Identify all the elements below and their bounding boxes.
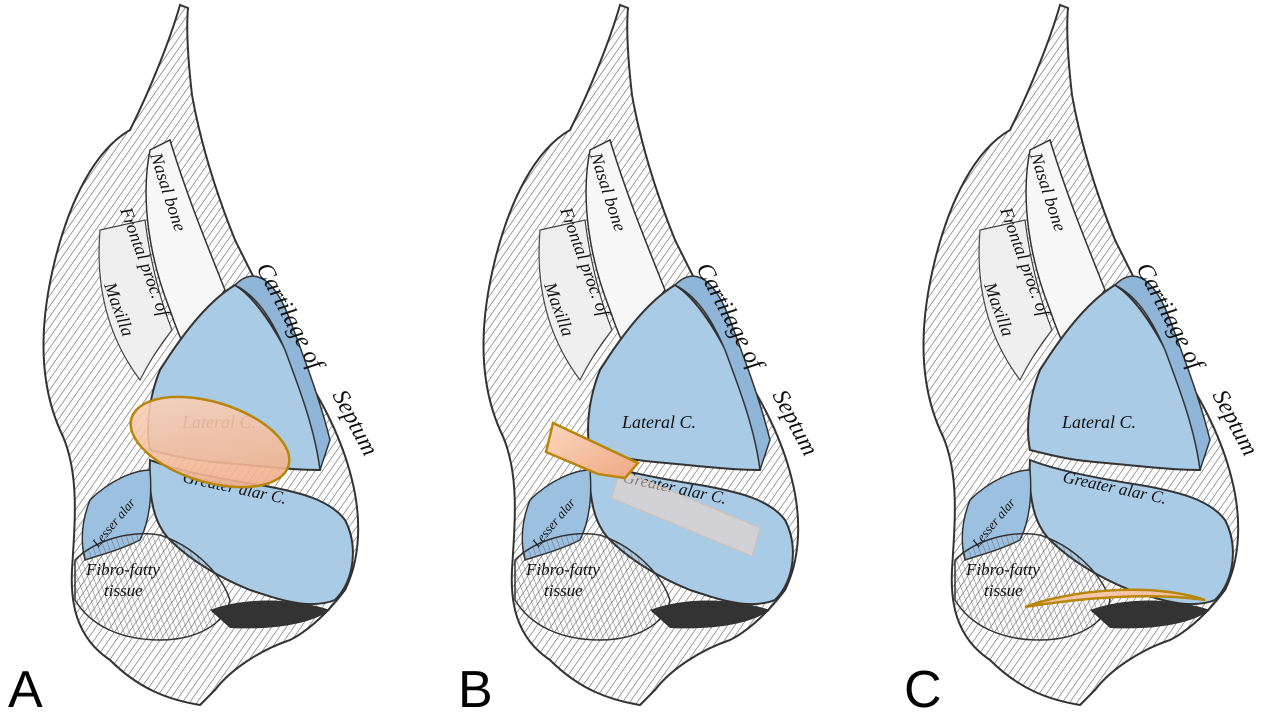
panel-c: Nasal bone Frontal proc. of Maxilla Cart… bbox=[924, 5, 1263, 705]
label-tissue: tissue bbox=[984, 581, 1023, 600]
nose-drawing: Nasal bone Frontal proc. of Maxilla Cart… bbox=[924, 5, 1263, 705]
label-tissue: tissue bbox=[544, 581, 583, 600]
label-tissue: tissue bbox=[104, 581, 143, 600]
panel-letter-a: A bbox=[8, 664, 43, 716]
nose-drawing: Nasal bone Frontal proc. of Maxilla Cart… bbox=[484, 5, 823, 705]
panel-letter-c: C bbox=[904, 664, 942, 716]
label-fibro-fatty: Fibro-fatty bbox=[85, 560, 160, 579]
nose-drawing: Nasal bone Frontal proc. of Maxilla Cart… bbox=[44, 5, 383, 705]
label-fibro-fatty: Fibro-fatty bbox=[525, 560, 600, 579]
label-fibro-fatty: Fibro-fatty bbox=[965, 560, 1040, 579]
panel-letter-b: B bbox=[458, 664, 493, 716]
label-lateral: Lateral C. bbox=[621, 412, 696, 432]
panel-b: Nasal bone Frontal proc. of Maxilla Cart… bbox=[484, 5, 823, 705]
panel-a: Nasal bone Frontal proc. of Maxilla Cart… bbox=[44, 5, 383, 705]
label-lateral: Lateral C. bbox=[1061, 412, 1136, 432]
